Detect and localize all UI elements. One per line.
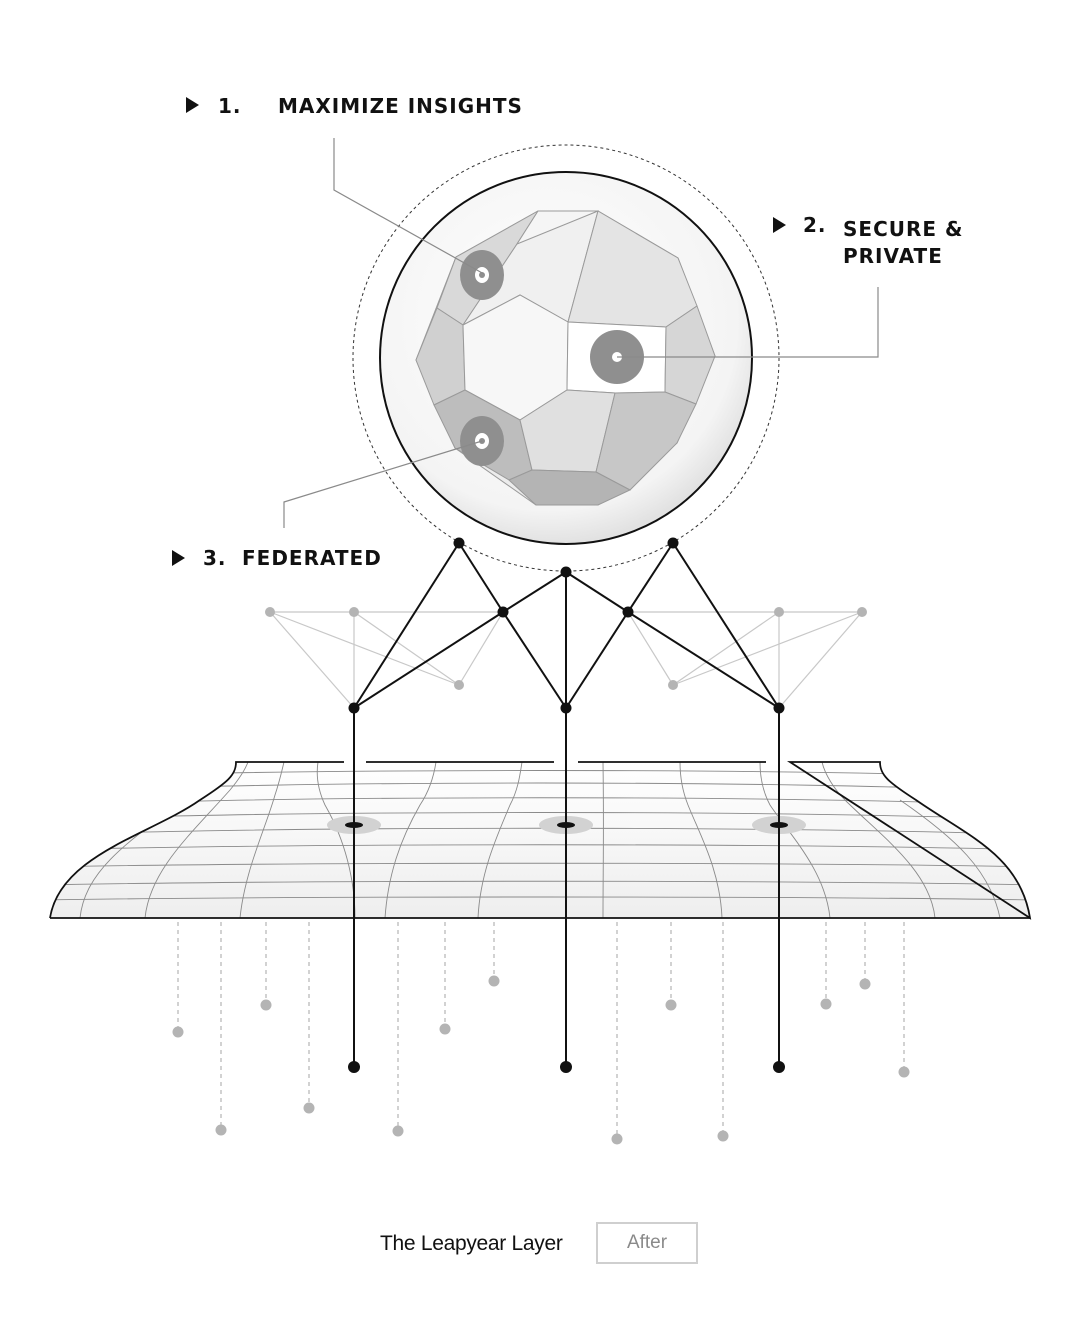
label-1-number: 1. bbox=[218, 94, 242, 118]
background-network bbox=[265, 607, 867, 709]
black-node bbox=[453, 537, 465, 549]
data-sources bbox=[172, 922, 910, 1145]
label-1-arrow-icon bbox=[186, 97, 199, 113]
data-source-node bbox=[303, 1102, 315, 1114]
label-1-leader bbox=[333, 138, 485, 275]
black-node bbox=[667, 537, 679, 549]
black-node bbox=[622, 606, 634, 618]
label-3-number: 3. bbox=[203, 546, 227, 570]
label-2-leader bbox=[617, 287, 879, 358]
data-source-node bbox=[260, 999, 272, 1011]
caption-title: The Leapyear Layer bbox=[380, 1232, 563, 1255]
gray-node bbox=[454, 680, 464, 690]
black-node bbox=[560, 702, 572, 714]
label-2: 2. SECURE & PRIVATE bbox=[617, 213, 963, 358]
label-1-title: MAXIMIZE INSIGHTS bbox=[278, 94, 523, 118]
black-node bbox=[773, 702, 785, 714]
label-3-title: FEDERATED bbox=[242, 546, 382, 570]
data-source-node bbox=[392, 1125, 404, 1137]
data-source-node bbox=[898, 1066, 910, 1078]
label-2-title-line-1: SECURE & bbox=[843, 217, 963, 241]
gray-node bbox=[349, 607, 359, 617]
gray-node bbox=[265, 607, 275, 617]
gray-node bbox=[857, 607, 867, 617]
foreground-network bbox=[348, 537, 785, 1073]
label-1: 1. MAXIMIZE INSIGHTS bbox=[186, 94, 523, 275]
after-button[interactable]: After bbox=[596, 1222, 698, 1264]
sensor-marker-1 bbox=[460, 250, 504, 300]
data-source-node bbox=[717, 1130, 729, 1142]
data-source-node bbox=[859, 978, 871, 990]
black-node bbox=[497, 606, 509, 618]
data-source-node bbox=[439, 1023, 451, 1035]
data-source-node bbox=[488, 975, 500, 987]
black-root-node bbox=[560, 1061, 572, 1073]
label-2-title-line-2: PRIVATE bbox=[843, 244, 943, 268]
sphere bbox=[352, 144, 780, 572]
gray-node bbox=[668, 680, 678, 690]
sphere-outer-dashed-ring bbox=[352, 144, 780, 572]
data-source-node bbox=[820, 998, 832, 1010]
black-node bbox=[348, 702, 360, 714]
label-3: 3. FEDERATED bbox=[172, 440, 483, 570]
data-source-node bbox=[215, 1124, 227, 1136]
data-source-node bbox=[665, 999, 677, 1011]
data-source-node bbox=[611, 1133, 623, 1145]
black-root-node bbox=[348, 1061, 360, 1073]
gray-node bbox=[774, 607, 784, 617]
black-root-node bbox=[773, 1061, 785, 1073]
data-source-node bbox=[172, 1026, 184, 1038]
label-2-number: 2. bbox=[803, 213, 827, 237]
black-node bbox=[560, 566, 572, 578]
data-layer-surface bbox=[49, 761, 1032, 920]
label-3-leader bbox=[283, 440, 483, 528]
caption-bar: The Leapyear Layer After bbox=[0, 1222, 1080, 1268]
face-bottom bbox=[508, 469, 632, 506]
label-2-arrow-icon bbox=[773, 217, 786, 233]
label-3-arrow-icon bbox=[172, 550, 185, 566]
